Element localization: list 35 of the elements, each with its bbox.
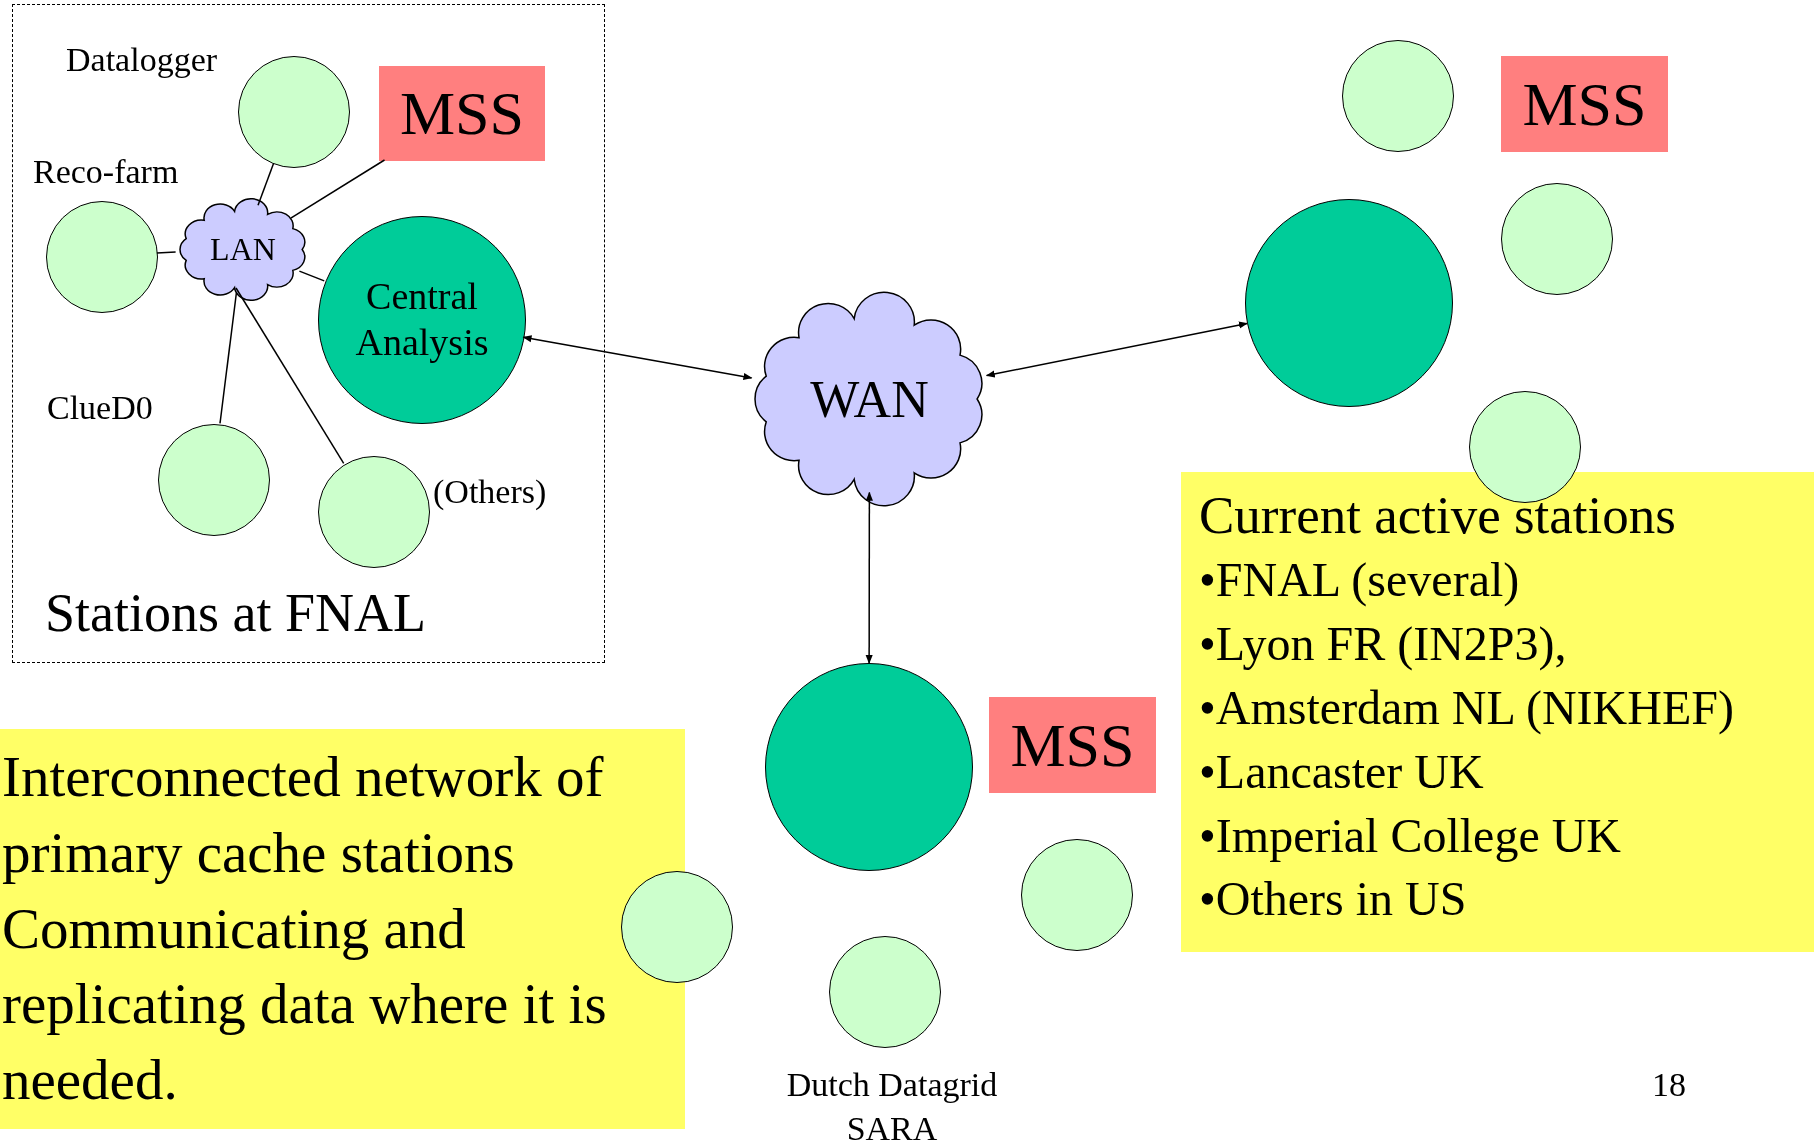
connector-line <box>219 292 238 425</box>
station-name: ClueD0 <box>47 389 153 427</box>
arrow <box>985 321 1248 378</box>
mass-storage-box <box>989 697 1156 793</box>
group-title: Stations at FNAL <box>45 582 426 644</box>
storage-label: MSS <box>1010 709 1135 781</box>
site-caption: Dutch Datagrid SARA <box>785 1065 999 1141</box>
connector-line <box>235 287 345 465</box>
page-number: 18 <box>1652 1065 1686 1105</box>
arrow <box>522 335 753 381</box>
mass-storage-box <box>379 66 545 161</box>
mass-storage-box <box>1501 56 1668 152</box>
list-item: •Lancaster UK <box>1199 743 1485 800</box>
list-item: •FNAL (several) <box>1199 552 1521 609</box>
panel-heading: Current active stations <box>1199 485 1677 546</box>
note-panel <box>0 729 685 1129</box>
storage-label: MSS <box>1522 68 1647 140</box>
list-item: •Others in US <box>1199 871 1468 928</box>
station-name: (Others) <box>433 473 547 511</box>
station-group-frame <box>12 4 605 663</box>
list-item: •Lyon FR (IN2P3), <box>1199 616 1568 673</box>
list-item: •Amsterdam NL (NIKHEF) <box>1199 679 1735 737</box>
station-name: Reco-farm <box>33 153 179 191</box>
note-text: Interconnected network of primary cache stations Communicating and replicating data where it is needed. <box>2 744 608 1114</box>
connector-line <box>257 162 275 206</box>
note-panel <box>1181 472 1814 952</box>
station-label: Central Analysis <box>354 274 490 365</box>
network-label: LAN <box>210 231 276 268</box>
connector-line <box>156 251 177 254</box>
storage-label: MSS <box>399 78 525 149</box>
list-item: •Imperial College UK <box>1199 807 1622 864</box>
arrow <box>865 491 873 664</box>
station-name: Datalogger <box>66 41 218 79</box>
connector-line <box>290 159 386 219</box>
connector-line <box>298 270 325 282</box>
